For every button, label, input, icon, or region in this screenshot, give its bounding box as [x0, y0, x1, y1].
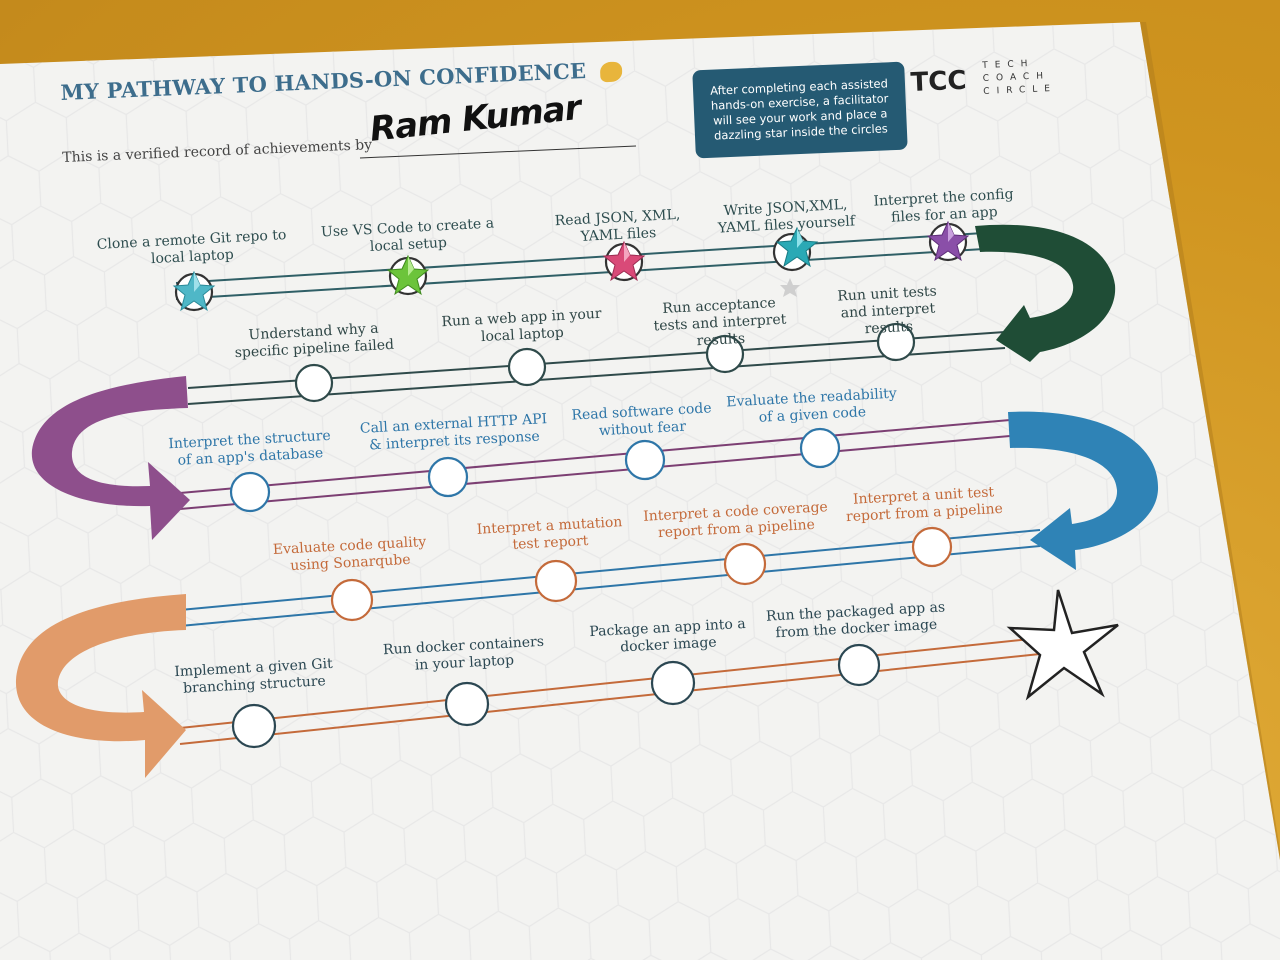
track-row5	[179, 637, 1041, 745]
arrow-green-right	[975, 224, 1116, 362]
track-row3	[179, 419, 1011, 510]
milestone-label: Run acceptance tests and interpret resul…	[653, 295, 787, 350]
track-row1	[175, 231, 1001, 300]
signature-line	[359, 145, 637, 159]
flexed-biceps-icon	[599, 60, 623, 82]
placed-star-3	[602, 240, 646, 282]
placed-star-1	[172, 270, 216, 312]
placed-star-2	[386, 254, 430, 296]
milestone-label: Run unit tests and interpret results	[836, 283, 938, 338]
arrow-orange-left	[15, 594, 187, 778]
logo-words: TECH COACH CIRCLE	[982, 57, 1057, 99]
placed-star-extra	[780, 278, 800, 297]
facilitator-note-text: After completing each assisted hands-on …	[709, 76, 889, 143]
placed-star-5	[926, 220, 970, 262]
final-star-outline	[1006, 589, 1119, 701]
facilitator-note: After completing each assisted hands-on …	[692, 61, 908, 159]
paper-shadow	[1140, 22, 1280, 860]
arrow-blue-right	[1008, 411, 1159, 570]
logo-mark: TCC	[910, 65, 968, 98]
arrow-purple-left	[31, 376, 191, 540]
track-row4	[179, 529, 1041, 627]
milestone-label: Read JSON, XML, YAML files	[554, 206, 681, 245]
placed-star-4	[775, 226, 819, 268]
